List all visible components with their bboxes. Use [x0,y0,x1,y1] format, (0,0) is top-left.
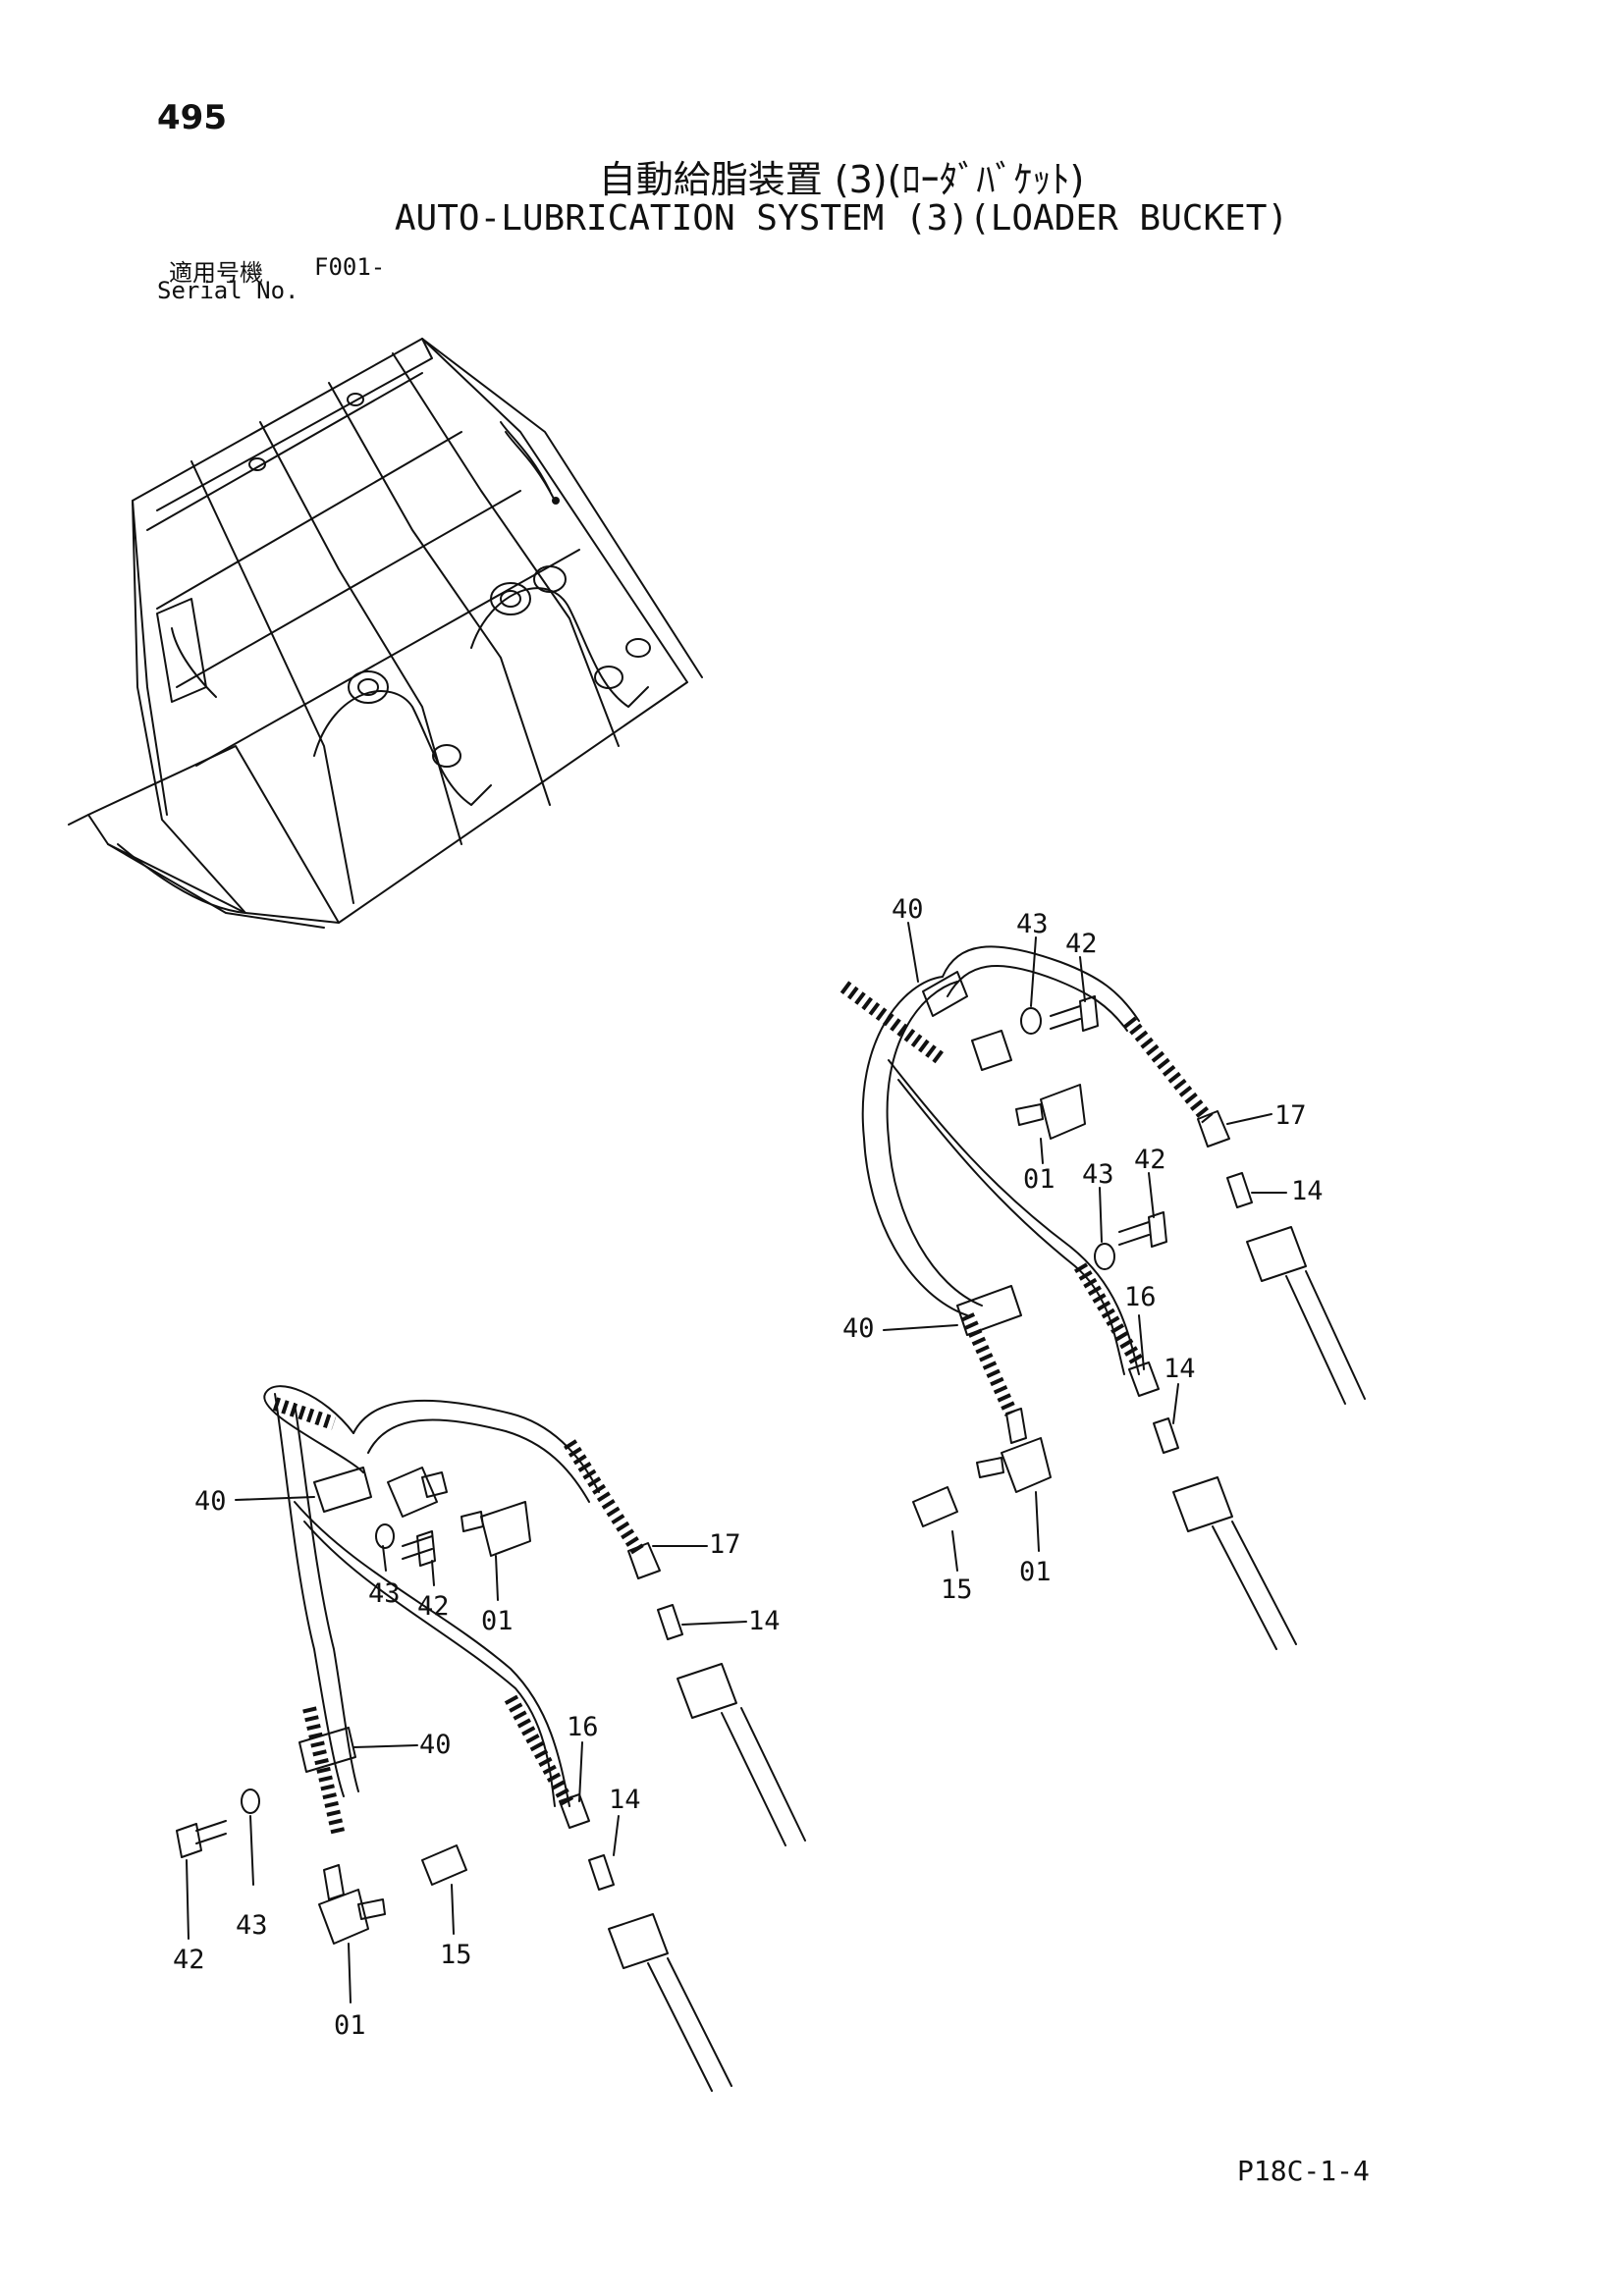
callouts-right: 40 43 42 17 01 42 43 14 16 40 14 15 01 [842,894,1324,1605]
serial-value: F001- [314,253,386,281]
callout-01: 01 [334,2010,366,2041]
callout-16: 16 [567,1712,599,1742]
callout-14: 14 [748,1606,781,1636]
callout-14: 14 [609,1785,641,1815]
callouts-left: 40 17 43 42 01 14 16 40 14 42 43 15 01 [173,1486,781,2041]
callout-42: 42 [417,1591,450,1622]
callout-01: 01 [481,1606,514,1636]
page-code: P18C-1-4 [1237,2155,1370,2187]
title-japanese: 自動給脂装置 (3)(ﾛｰﾀﾞﾊﾞｹｯﾄ) [598,158,1085,201]
callout-17: 17 [1274,1100,1307,1131]
callout-15: 15 [440,1940,472,1970]
callout-14: 14 [1164,1354,1196,1384]
callout-43: 43 [1082,1159,1114,1190]
page-number: 495 [157,98,227,137]
callout-42: 42 [1065,929,1098,959]
callout-14: 14 [1291,1176,1324,1206]
callout-42: 42 [173,1945,205,1975]
callout-43: 43 [236,1910,268,1941]
right-lubrication-assembly [839,922,1366,1650]
callout-17: 17 [709,1529,741,1560]
left-lubrication-assembly [176,1385,806,2092]
callout-01: 01 [1019,1557,1052,1587]
serial-label-japanese: 適用号機 [169,259,263,287]
callout-16: 16 [1124,1282,1157,1312]
callout-43: 43 [368,1578,401,1609]
callout-01: 01 [1023,1164,1056,1195]
callout-40: 40 [892,894,924,925]
title-english: AUTO-LUBRICATION SYSTEM (3)(LOADER BUCKE… [394,198,1289,239]
callout-15: 15 [941,1575,973,1605]
callout-43: 43 [1016,909,1049,939]
callout-40: 40 [419,1730,452,1760]
callout-40: 40 [194,1486,227,1517]
serial-label-english: Serial No. [157,277,299,304]
callout-40: 40 [842,1313,875,1344]
callout-42: 42 [1134,1145,1166,1175]
loader-bucket-overview [68,338,703,929]
